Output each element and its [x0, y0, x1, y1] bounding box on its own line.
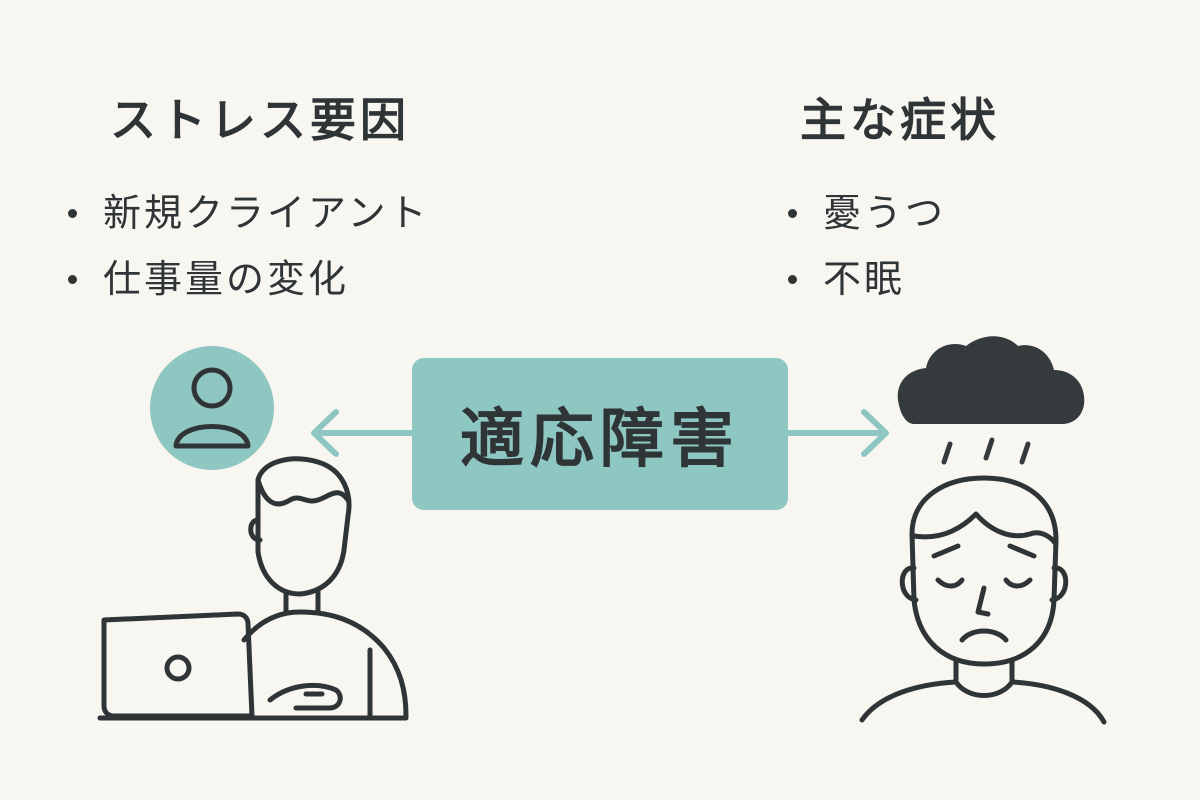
- symptom-label: 憂うつ: [823, 191, 947, 235]
- symptom-item: 憂うつ: [782, 180, 946, 246]
- rain-cloud-icon: [897, 336, 1085, 465]
- bullet-dot: [68, 274, 77, 284]
- stress-factor-label: 仕事量の変化: [103, 257, 350, 301]
- stress-factor-item: 仕事量の変化: [62, 246, 429, 312]
- sad-person-illustration: [859, 475, 1107, 725]
- bullet-dot: [788, 208, 797, 218]
- bullet-dot: [788, 274, 797, 284]
- stress-factors-title: ストレス要因: [110, 93, 410, 147]
- user-avatar-icon: [150, 346, 274, 470]
- center-diagnosis-box: 適応障害: [412, 358, 788, 510]
- symptom-item: 不眠: [782, 246, 946, 312]
- stress-factor-label: 新規クライアント: [103, 191, 430, 235]
- right-arrow: [785, 409, 889, 457]
- person-at-laptop-illustration: [97, 456, 409, 721]
- bullet-dot: [68, 208, 77, 218]
- left-arrow: [311, 409, 415, 457]
- stress-factors-list: 新規クライアント 仕事量の変化: [62, 180, 429, 312]
- symptoms-list: 憂うつ 不眠: [782, 180, 946, 312]
- center-diagnosis-label: 適応障害: [460, 403, 740, 477]
- symptom-label: 不眠: [823, 257, 906, 301]
- symptoms-title: 主な症状: [800, 93, 1000, 147]
- stress-factor-item: 新規クライアント: [62, 180, 429, 246]
